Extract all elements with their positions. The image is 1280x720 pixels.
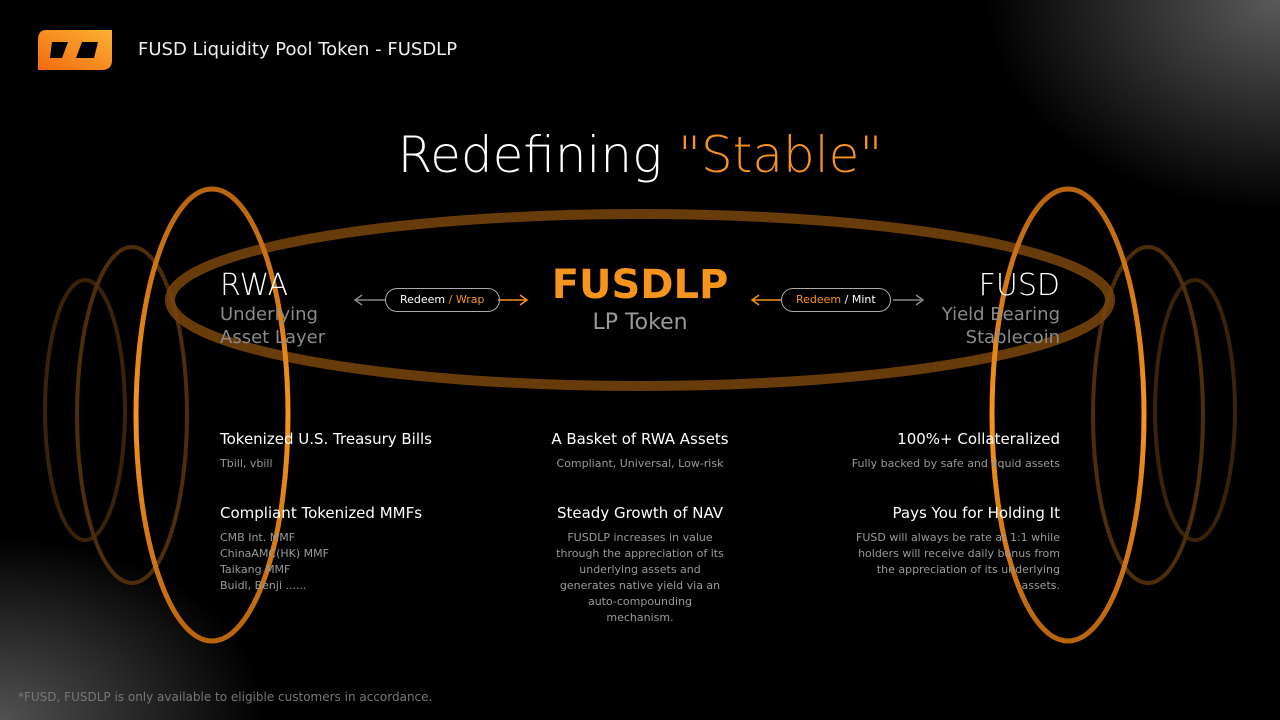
fusdlp-subtitle: LP Token	[592, 310, 688, 335]
redeem-wrap-pill: Redeem / Wrap	[385, 288, 500, 312]
pill-wrap: Wrap	[455, 293, 485, 306]
feature-text: Fully backed by safe and liquid assets	[851, 457, 1060, 470]
fusdlp-title: FUSDLP	[551, 262, 729, 308]
headline-prefix: Redefining	[397, 126, 679, 184]
fusd-block: FUSD Yield Bearing Stablecoin	[942, 268, 1060, 349]
redeem-mint-pill: Redeem / Mint	[781, 288, 891, 312]
rwa-title: RWA	[220, 268, 289, 303]
arrows	[353, 294, 925, 306]
feature-collateral: 100%+ Collateralized Fully backed by saf…	[852, 430, 1060, 472]
header-title: FUSD Liquidity Pool Token - FUSDLP	[138, 39, 458, 60]
feature-line: underlying assets and	[579, 563, 701, 576]
feature-line: assets.	[1021, 579, 1060, 592]
pill-sep: /	[445, 293, 456, 306]
feature-line: Taikang MMF	[220, 563, 291, 576]
fusd-subtitle-2: Stablecoin	[965, 327, 1060, 348]
rwa-subtitle-1: Underlying	[220, 304, 318, 325]
feature-line: ChinaAMC(HK) MMF	[220, 547, 329, 560]
headline: Redefining "Stable"	[0, 126, 1280, 184]
ring-left-main	[133, 186, 291, 644]
rwa-block: RWA Underlying Asset Layer	[220, 268, 325, 349]
feature-title: Steady Growth of NAV	[556, 504, 724, 522]
feature-tbills: Tokenized U.S. Treasury Bills Tbill, vbi…	[220, 430, 432, 472]
feature-basket: A Basket of RWA Assets Compliant, Univer…	[440, 430, 840, 472]
feature-title: 100%+ Collateralized	[897, 430, 1060, 448]
feature-line: FUSDLP increases in value	[567, 531, 713, 544]
pill-redeem: Redeem	[796, 293, 842, 306]
feature-pays: Pays You for Holding It FUSD will always…	[856, 504, 1060, 594]
pill-sep: /	[841, 293, 852, 306]
ring-right-main	[989, 186, 1147, 644]
feature-line: generates native yield via an	[559, 579, 721, 592]
feature-line: holders will receive daily bonus from	[858, 547, 1060, 560]
feature-title: Compliant Tokenized MMFs	[220, 504, 423, 522]
feature-title: Pays You for Holding It	[892, 504, 1060, 522]
ring-left-far	[43, 278, 127, 542]
feature-line: FUSD will always be rate at 1:1 while	[856, 531, 1060, 544]
feature-line: mechanism.	[606, 611, 674, 624]
rwa-subtitle-2: Asset Layer	[220, 327, 326, 348]
feature-line: CMB Int. MMF	[220, 531, 296, 544]
feature-text: Tbill, vbill	[220, 457, 273, 470]
feature-title: Tokenized U.S. Treasury Bills	[220, 430, 432, 448]
ring-right-far	[1153, 278, 1237, 542]
footnote: *FUSD, FUSDLP is only available to eligi…	[18, 690, 433, 704]
feature-text: Compliant, Universal, Low-risk	[556, 457, 724, 470]
feature-nav: Steady Growth of NAV FUSDLP increases in…	[440, 504, 840, 626]
feature-line: the appreciation of its underlying	[876, 563, 1060, 576]
fusd-title: FUSD	[978, 268, 1060, 303]
fusd-subtitle-1: Yield Bearing	[941, 304, 1060, 325]
pill-mint: Mint	[851, 293, 876, 306]
feature-mmfs: Compliant Tokenized MMFs CMB Int. MMF Ch…	[220, 504, 422, 594]
ring-horizontal	[165, 209, 1115, 391]
pill-redeem: Redeem	[400, 293, 446, 306]
feature-line: through the appreciation of its	[556, 547, 724, 560]
feature-line: auto-compounding	[587, 595, 693, 608]
brand-logo-icon	[38, 30, 112, 70]
ring-right-mid	[1091, 245, 1205, 585]
headline-highlight: "Stable"	[678, 126, 883, 184]
feature-line: Buidl, Benji ......	[220, 579, 307, 592]
feature-title: A Basket of RWA Assets	[551, 430, 729, 448]
ring-left-mid	[75, 245, 189, 585]
